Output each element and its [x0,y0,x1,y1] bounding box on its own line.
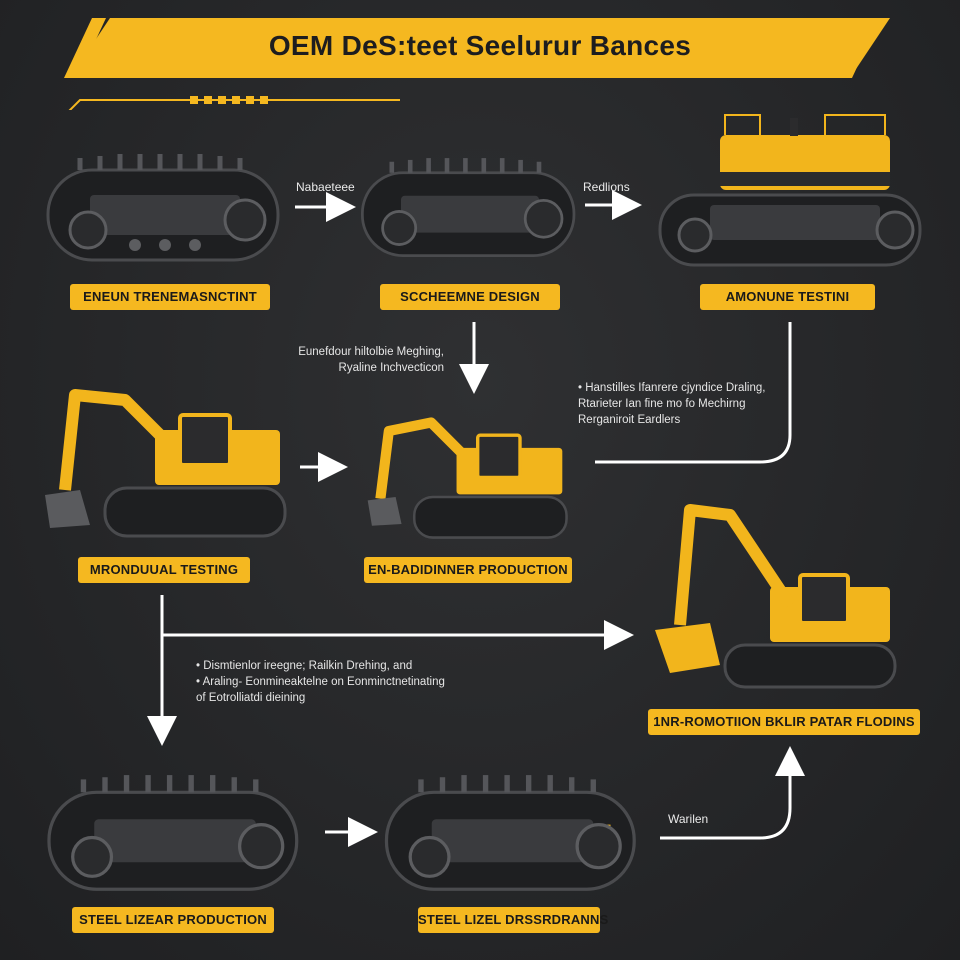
connector-3-5 [595,322,792,464]
hazard-dash [260,96,268,104]
note-testing: • Hanstilles Ifanrere cjyndice Draling, … [578,382,766,426]
stage-label-4: MRONDUUAL TESTING [78,557,250,583]
arrow-label-8-6: Warilen [668,812,709,826]
hazard-dash [232,96,240,104]
title-banner [70,18,890,78]
stage-label-7: STEEL LIZEAR PRODUCTION [72,907,274,933]
hazard-stripe [64,18,106,78]
excavator-icon [655,504,897,689]
stage-label-2: SCCHEEMNE DESIGN [380,284,560,310]
stage-label-1: ENEUN TRENEMASNCTINT [70,284,270,310]
stage-label-5: EN-BADIDINNER PRODUCTION [364,557,572,583]
excavator-icon [367,417,568,539]
note-production: • Dismtienlor ireegne; Railkin Drehing, … [196,660,445,704]
excavator-icon [45,389,287,538]
note-design: Eunefdour hiltolbie Meghing, Ryaline Inc… [298,346,444,374]
page-title: OEM DeS:teet Seelurur Bances [268,30,692,61]
arrow-label-1-2: Nabaeteee [296,180,355,194]
arrow-8-6 [660,746,805,840]
crawler-undercarriage-icon [47,775,299,891]
arrow-label-2-3: Redlions [583,180,630,194]
stage-label-3: AMONUNE TESTINI [700,284,875,310]
crawler-undercarriage-icon [360,158,576,257]
accent-line [68,99,400,110]
hazard-dash [190,96,198,104]
hazard-dash [218,96,226,104]
hazard-dash [246,96,254,104]
stage-label-8: STEEL LIZEL DRSSRDRANNS [418,907,608,933]
crawler-excavator-base-icon [658,114,922,267]
crawler-undercarriage-icon [384,775,636,891]
crawler-undercarriage-icon [46,154,280,262]
hazard-dash [204,96,212,104]
stage-label-6: 1NR-ROMOTIION BKLIR PATAR FLODINS [648,709,920,735]
